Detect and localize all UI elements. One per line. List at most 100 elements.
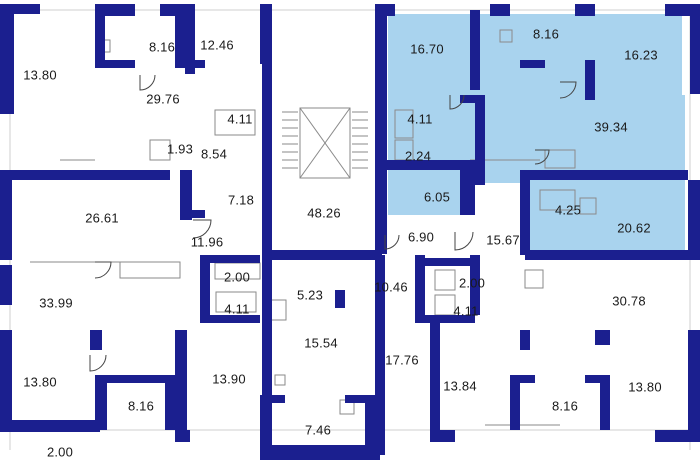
- fixture: [269, 299, 287, 321]
- room-area-label: 20.62: [617, 220, 651, 236]
- wall-segment: [430, 315, 440, 430]
- fixture: [119, 261, 181, 279]
- wall-segment: [420, 258, 480, 266]
- wall-segment: [95, 60, 135, 68]
- wall-segment: [415, 315, 475, 323]
- room-area-label: 12.46: [200, 37, 234, 53]
- wall-segment: [262, 250, 382, 260]
- room-area-label: 13.80: [23, 374, 57, 390]
- room-area-label: 7.46: [304, 422, 332, 438]
- wall-segment: [375, 4, 395, 16]
- wall-segment: [95, 375, 165, 383]
- wall-segment: [335, 290, 345, 308]
- wall-segment: [475, 95, 485, 185]
- wall-segment: [200, 315, 260, 323]
- wall-segment: [90, 330, 102, 350]
- room-area-label: 8.16: [551, 398, 579, 414]
- fixture: [499, 29, 513, 43]
- wall-segment: [262, 255, 272, 455]
- fixture: [544, 149, 576, 169]
- wall-segment: [375, 160, 475, 170]
- room-area-label: 4.11: [224, 301, 250, 317]
- wall-segment: [0, 170, 170, 180]
- fixture: [149, 139, 171, 161]
- door-swing: [89, 354, 107, 372]
- room-area-label: 48.26: [307, 205, 341, 221]
- fixture: [434, 294, 456, 316]
- door-swing: [534, 149, 550, 165]
- wall-segment: [160, 4, 185, 16]
- room-area-label: 13.90: [212, 371, 246, 387]
- room-area-label: 26.61: [85, 210, 119, 226]
- room-area-label: 1.93: [166, 141, 194, 157]
- room-area-label: 2.00: [223, 269, 251, 285]
- wall-segment: [470, 255, 480, 315]
- room-area-label: 8.16: [532, 26, 560, 42]
- door-swing: [139, 74, 156, 91]
- highlight-area: [388, 14, 475, 110]
- wall-segment: [260, 395, 285, 403]
- wall-segment: [520, 170, 688, 180]
- room-area-label: 8.16: [127, 398, 155, 414]
- room-area-label: 4.11: [453, 303, 479, 319]
- door-swing: [559, 81, 577, 99]
- wall-segment: [585, 375, 610, 383]
- wall-segment: [185, 4, 195, 74]
- highlight-area: [475, 95, 685, 183]
- wall-segment: [180, 170, 192, 220]
- fixture: [215, 291, 257, 313]
- wall-segment: [345, 395, 375, 403]
- fixture: [539, 189, 576, 211]
- room-area-label: 6.05: [423, 189, 451, 205]
- fixture: [434, 269, 456, 291]
- wall-segment: [0, 4, 14, 114]
- room-area-label: 2.00: [46, 444, 74, 460]
- wall-segment: [690, 4, 700, 94]
- room-area-label: 8.54: [200, 146, 228, 162]
- wall-segment: [595, 330, 610, 345]
- room-area-label: 4.11: [227, 111, 253, 127]
- door-swing: [449, 94, 465, 110]
- room-area-label: 11.96: [190, 234, 224, 250]
- wall-segment: [0, 170, 12, 260]
- wall-segment: [688, 180, 700, 260]
- wall-segment: [95, 4, 105, 64]
- room-area-label: 33.99: [39, 295, 73, 311]
- door-swing: [94, 261, 112, 279]
- wall-segment: [175, 430, 190, 442]
- room-area-label: 39.34: [594, 119, 628, 135]
- room-area-label: 13.84: [443, 378, 477, 394]
- fixture: [274, 374, 286, 386]
- wall-segment: [375, 255, 385, 455]
- room-area-label: 2.24: [404, 148, 432, 164]
- door-swing: [384, 234, 400, 250]
- room-area-label: 29.76: [146, 91, 180, 107]
- wall-segment: [40, 420, 85, 432]
- wall-segment: [688, 330, 700, 430]
- wall-segment: [95, 375, 107, 430]
- room-area-label: 13.80: [628, 379, 662, 395]
- room-area-label: 5.23: [296, 287, 324, 303]
- room-area-label: 16.70: [410, 41, 444, 57]
- room-area-label: 10.46: [374, 279, 408, 295]
- fixture: [394, 109, 414, 139]
- wall-segment: [260, 445, 380, 460]
- wall-segment: [470, 10, 480, 90]
- wall-segment: [510, 375, 535, 383]
- wall-segment: [415, 255, 425, 315]
- wall-segment: [585, 60, 595, 100]
- room-area-label: 7.18: [227, 192, 255, 208]
- wall-segment: [365, 395, 375, 450]
- room-area-label: 4.25: [554, 202, 582, 218]
- room-area-label: 15.67: [486, 232, 520, 248]
- wall-segment: [510, 375, 520, 430]
- wall-segment: [525, 250, 690, 260]
- room-area-label: 17.76: [385, 352, 419, 368]
- wall-segment: [175, 330, 187, 430]
- room-area-label: 8.16: [148, 39, 176, 55]
- wall-segment: [490, 4, 510, 16]
- door-swing: [192, 219, 212, 239]
- stairwell-cross: [299, 107, 351, 179]
